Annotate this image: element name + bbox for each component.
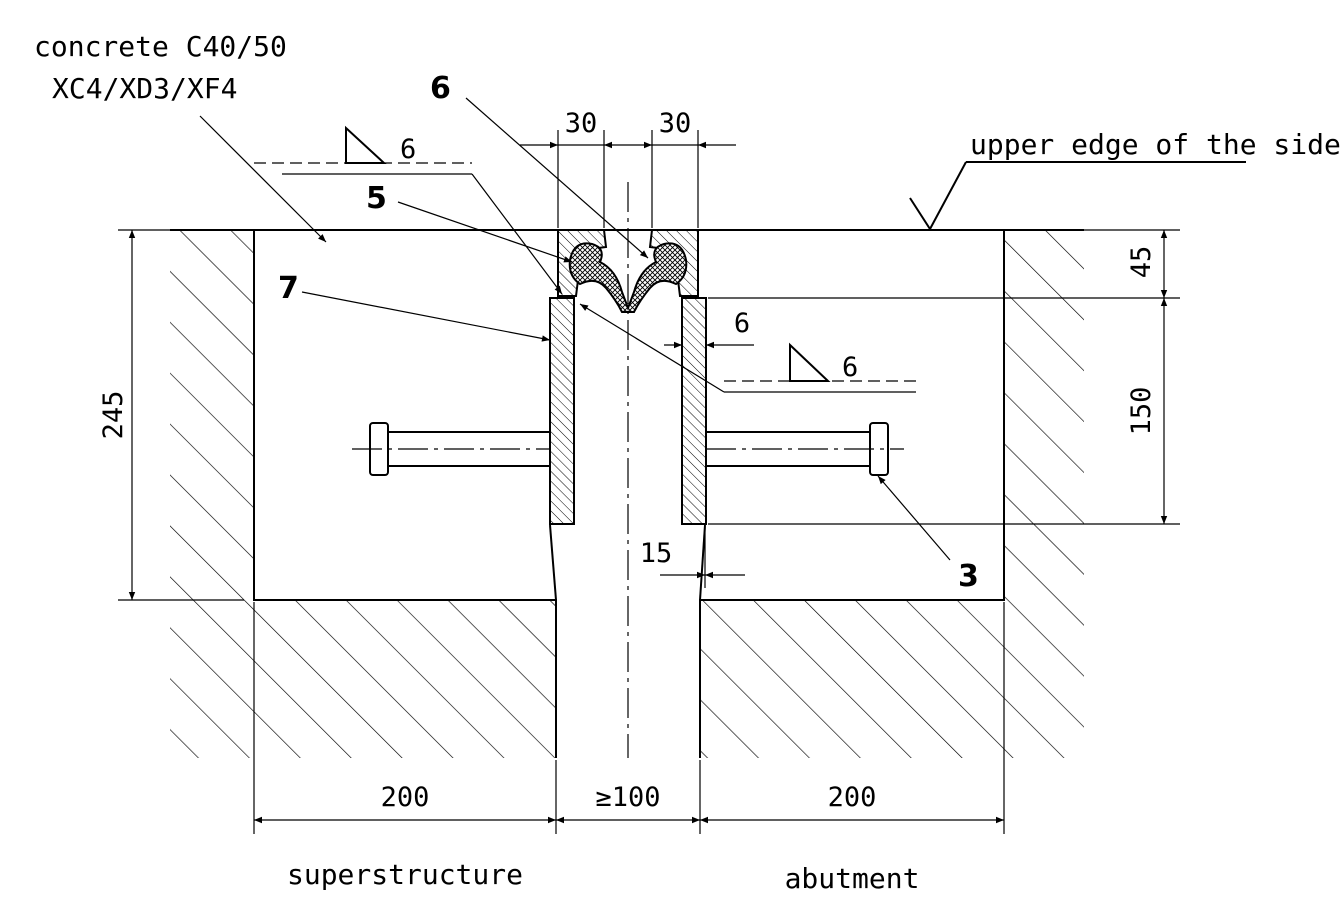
part-7-leader bbox=[301, 291, 551, 342]
dim-top-right-gap: 30 bbox=[659, 108, 692, 139]
part-number-5: 5 bbox=[366, 181, 387, 216]
dimension-plate-thickness: 6 bbox=[664, 300, 754, 356]
right-block-outline bbox=[699, 230, 1005, 758]
soil-right-upper bbox=[1004, 230, 1084, 600]
part-number-6: 6 bbox=[430, 71, 451, 106]
upper-weld-leader bbox=[471, 173, 563, 295]
sealing-element bbox=[568, 242, 688, 313]
dimension-bottom-widths: 200 ≥100 200 bbox=[253, 602, 1005, 834]
dim-right-block-width: 200 bbox=[828, 782, 877, 813]
soil-left-lower bbox=[170, 600, 556, 758]
upper-weld-size: 6 bbox=[400, 134, 416, 165]
level-marker bbox=[909, 161, 967, 231]
exposure-class-label: XC4/XD3/XF4 bbox=[52, 72, 237, 105]
soil-left-upper bbox=[170, 230, 254, 600]
dimension-right-depths: 45 150 bbox=[708, 229, 1180, 525]
right-anchor-plate bbox=[681, 297, 707, 525]
sidewalk-edge-reference: upper edge of the sidewalk bbox=[909, 128, 1340, 231]
weld-symbol-upper: 6 bbox=[254, 125, 563, 295]
concrete-class-label: concrete C40/50 bbox=[34, 30, 287, 63]
dim-top-left-gap: 30 bbox=[565, 108, 598, 139]
part-5-leader bbox=[397, 201, 573, 263]
dim-profile-depth: 45 bbox=[1126, 246, 1157, 279]
dim-left-block-width: 200 bbox=[381, 782, 430, 813]
part-number-7: 7 bbox=[278, 271, 299, 306]
right-gap-edge bbox=[699, 524, 706, 601]
dim-anchor-plate-depth: 150 bbox=[1126, 387, 1157, 436]
dimension-gap-offset: 15 bbox=[640, 527, 745, 588]
dim-gap-offset: 15 bbox=[640, 538, 673, 569]
dim-total-depth: 245 bbox=[98, 391, 129, 440]
soil-right-lower bbox=[700, 600, 1084, 758]
anchor-bolts bbox=[352, 422, 904, 476]
dim-joint-gap: ≥100 bbox=[595, 782, 660, 813]
part-6-leader bbox=[465, 97, 649, 259]
material-leader bbox=[199, 115, 327, 243]
dim-plate-thickness: 6 bbox=[734, 308, 750, 339]
joint-profiles bbox=[549, 229, 707, 525]
soil-hatching bbox=[170, 230, 1084, 758]
left-gap-edge bbox=[549, 524, 557, 601]
left-block-outline bbox=[253, 230, 557, 758]
material-note: concrete C40/50 XC4/XD3/XF4 bbox=[34, 30, 327, 243]
part-callouts: 6 5 7 3 bbox=[278, 71, 979, 594]
abutment-label: abutment bbox=[785, 862, 920, 895]
upper-edge-label: upper edge of the sidewalk bbox=[970, 128, 1340, 161]
dimension-total-depth: 245 bbox=[98, 229, 244, 601]
lower-weld-leader bbox=[579, 303, 725, 393]
superstructure-label: superstructure bbox=[287, 858, 523, 891]
weld-symbol-lower: 6 bbox=[579, 303, 916, 393]
part-3-leader bbox=[877, 475, 951, 561]
part-number-3: 3 bbox=[958, 559, 979, 594]
concrete-blocks bbox=[170, 229, 1084, 758]
left-anchor-plate bbox=[549, 297, 575, 525]
lower-weld-size: 6 bbox=[842, 352, 858, 383]
